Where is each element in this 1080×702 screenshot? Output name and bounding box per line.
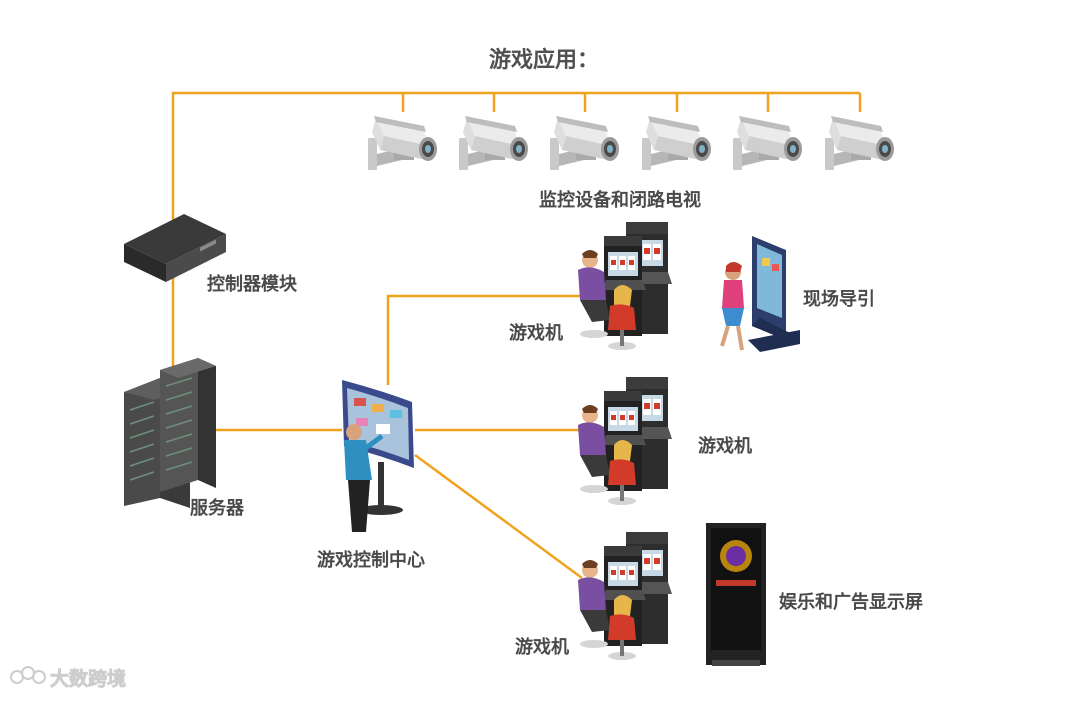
server-label: 服务器: [190, 498, 244, 519]
slot-label-top: 游戏机: [509, 323, 563, 344]
control-center-icon: [342, 380, 414, 532]
camera-icon: [825, 116, 894, 170]
slot-machine-icon: [578, 532, 672, 660]
controller-module-icon: [124, 214, 226, 282]
ad-display-icon: [706, 523, 766, 666]
server-rack-icon: [124, 358, 216, 508]
slot-machine-icon: [578, 222, 672, 350]
slot-label-bottom: 游戏机: [515, 637, 569, 658]
slot-machine-icon: [578, 377, 672, 505]
watermark: 大数跨境: [6, 661, 146, 693]
slot-label-middle: 游戏机: [698, 436, 752, 457]
connection-lines: [171, 91, 862, 580]
cameras-label: 监控设备和闭路电视: [539, 190, 701, 211]
control-center-label: 游戏控制中心: [317, 550, 425, 571]
diagram-title: 游戏应用：: [489, 48, 600, 73]
controller-label: 控制器模块: [207, 274, 297, 295]
guide-kiosk-icon: [720, 236, 800, 352]
camera-icon: [733, 116, 802, 170]
display-label: 娱乐和广告显示屏: [779, 592, 923, 613]
watermark-logo-icon: [10, 666, 46, 684]
camera-icon: [642, 116, 711, 170]
watermark-text: 大数跨境: [50, 667, 126, 690]
camera-icon: [459, 116, 528, 170]
camera-icon: [550, 116, 619, 170]
kiosk-label: 现场导引: [803, 289, 875, 310]
camera-icon: [368, 116, 437, 170]
